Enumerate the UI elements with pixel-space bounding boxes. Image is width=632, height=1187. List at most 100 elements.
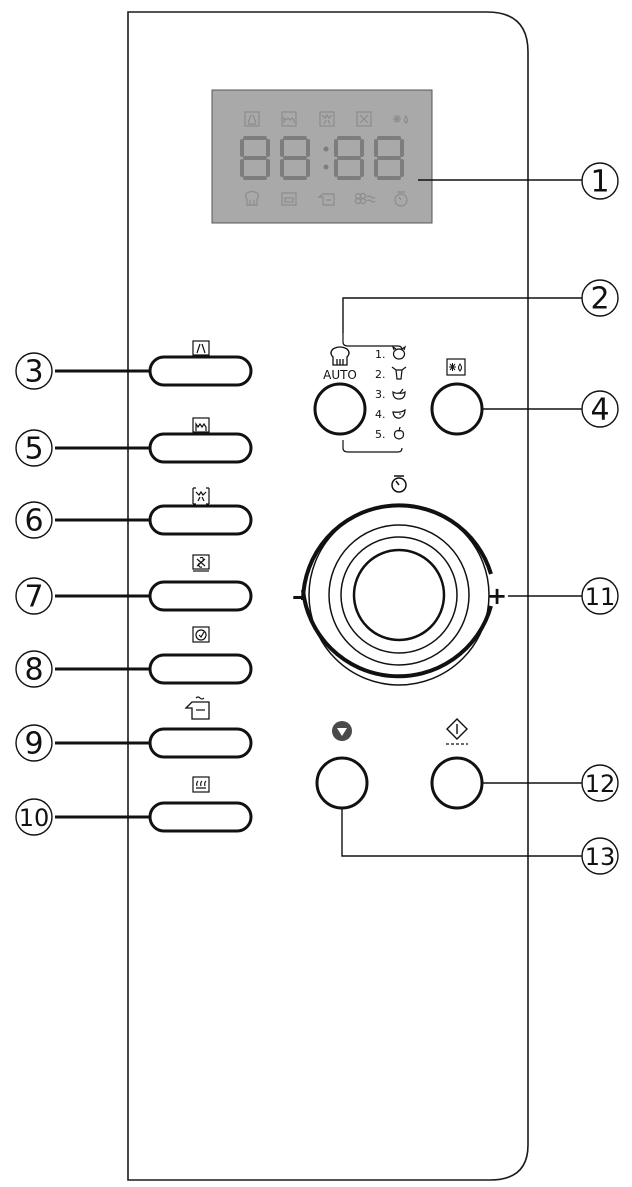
poultry-icon [392,388,406,400]
leader-2 [342,297,583,333]
chef-hat-icon [330,346,350,366]
bottom-heat-button-group[interactable] [148,417,253,464]
callout-10: 10 [15,798,53,836]
dial-plus: + [487,582,507,610]
combi-heat-button[interactable] [148,504,253,536]
display-digit-2 [280,136,310,180]
svg-text:6: 6 [24,504,43,539]
keep-warm-button[interactable] [148,727,253,759]
clock-button-group[interactable] [148,626,253,685]
panel-outline [127,11,529,1181]
grill-icon [192,340,210,358]
dial-outer-ring [308,504,490,686]
fish-icon [392,408,406,419]
callout-2: 2 [581,279,619,317]
callout-11: 11 [581,577,619,615]
fan-icon [192,554,210,572]
svg-text:2: 2 [590,282,609,317]
stop-button-group[interactable] [315,721,369,810]
stop-icon [332,721,352,741]
steam-icon [192,776,210,793]
svg-text:8: 8 [24,653,43,688]
svg-text:7: 7 [24,580,43,615]
fan-button[interactable] [148,580,253,612]
colon-bottom [323,164,329,170]
auto-button[interactable] [313,382,367,436]
svg-text:3: 3 [24,355,43,390]
callout-3: 3 [15,352,53,390]
svg-text:9: 9 [24,727,43,762]
display-digits [240,136,404,180]
clock-icon [192,626,210,643]
svg-text:4: 4 [590,393,609,428]
leader-lines [55,179,583,857]
dial-minus: – [292,582,304,610]
callout-13: 13 [581,837,619,875]
svg-text:1: 1 [590,165,609,200]
fan-button-group[interactable] [148,554,253,612]
start-button[interactable] [430,756,484,810]
callouts: 1 2 3 4 5 6 7 8 [15,162,619,875]
tray-icon [281,192,297,206]
colon-top [323,146,329,152]
callout-8: 8 [15,650,53,688]
keep-warm-icon [317,193,335,206]
program-4-number: 4. [375,408,386,421]
bottom-heat-button[interactable] [148,432,253,464]
callout-1: 1 [581,162,619,200]
callout-12: 12 [581,764,619,802]
start-icon [446,718,468,745]
fan-heat-icon [354,192,376,205]
auto-bracket-bottom [342,440,403,453]
control-dial[interactable] [352,548,446,642]
display [211,89,433,224]
combi-heat-button-group[interactable] [148,487,253,536]
svg-text:10: 10 [19,804,50,832]
program-2-number: 2. [375,368,386,381]
start-button-group[interactable] [430,718,484,810]
defrost-icon [393,114,409,124]
callout-7: 7 [15,577,53,615]
keep-warm-icon [184,696,210,720]
callout-4: 4 [581,390,619,428]
svg-text:11: 11 [585,583,616,611]
chef-hat-icon [244,190,260,206]
bottom-heat-icon [192,417,210,435]
auto-program-group[interactable]: AUTO 1. 2. 3. 4. 5. [313,333,407,453]
grill-icon [244,111,260,127]
svg-text:12: 12 [585,770,616,798]
steam-button-group[interactable] [148,776,253,833]
stop-button[interactable] [315,756,369,810]
clock-button[interactable] [148,653,253,685]
display-digit-1 [240,136,270,180]
auto-label: AUTO [323,368,357,382]
dial-inner-ring [340,536,458,654]
pork-icon [391,345,407,360]
combi-heat-icon [192,487,210,505]
dial-middle-ring [328,524,470,666]
fan-icon [356,111,372,127]
grill-button[interactable] [148,355,253,387]
callout-5: 5 [15,429,53,467]
keep-warm-button-group[interactable] [148,696,253,759]
svg-text:13: 13 [585,843,616,871]
bottom-heat-icon [281,111,297,127]
display-digit-4 [374,136,404,180]
callout-9: 9 [15,724,53,762]
combi-heat-icon [319,111,335,127]
beef-icon [391,366,407,380]
leader-13 [341,808,583,857]
control-dial-group[interactable]: – + [292,475,507,686]
auto-bracket-top [342,333,403,351]
grill-button-group[interactable] [148,340,253,387]
defrost-button[interactable] [430,382,484,436]
program-1-number: 1. [375,348,386,361]
timer-icon [394,191,408,207]
program-5-number: 5. [375,428,386,441]
svg-text:5: 5 [24,432,43,467]
steam-button[interactable] [148,801,253,833]
program-3-number: 3. [375,388,386,401]
display-digit-3 [334,136,364,180]
defrost-button-group[interactable] [430,358,484,436]
